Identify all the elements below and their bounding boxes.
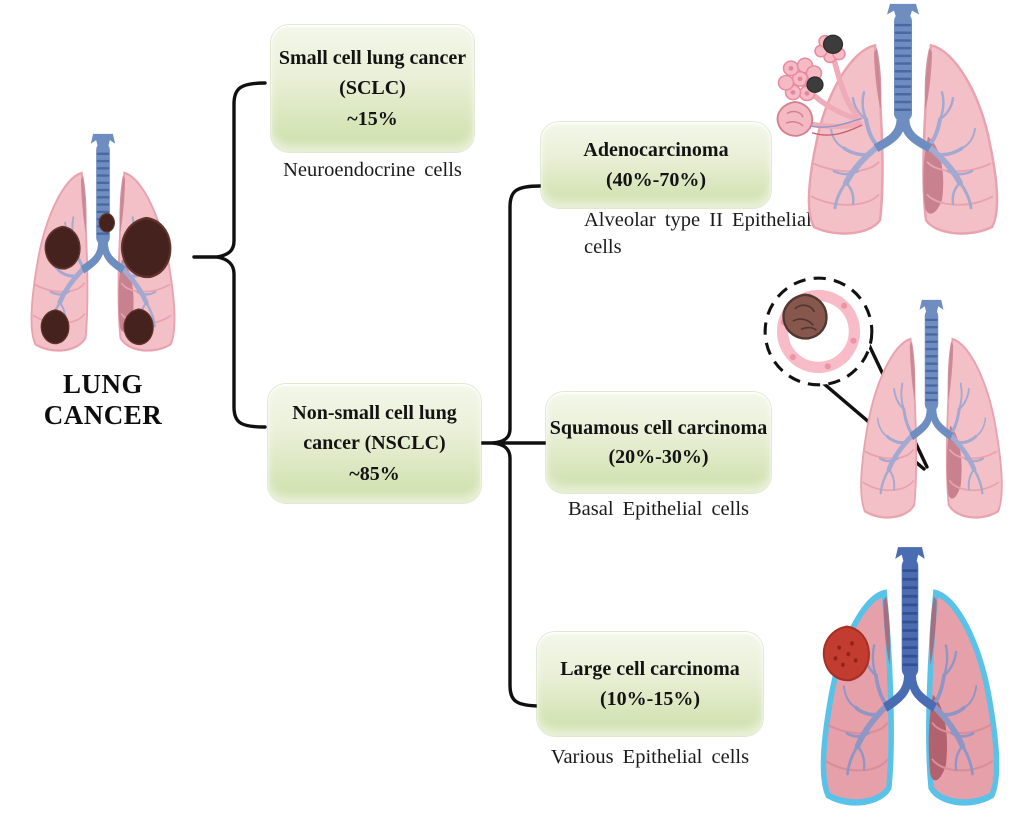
alveolar-tumor xyxy=(806,34,844,93)
red-tumor xyxy=(822,625,871,682)
node-large-cell-title: Large cell carcinoma xyxy=(560,657,740,680)
adenocarcinoma-lungs-illustration xyxy=(776,2,1024,252)
label-sclc-origin: Neuroendocrine cells xyxy=(283,159,462,181)
alveolar-sac-clusters xyxy=(776,34,863,137)
node-adenocarcinoma-share: (40%-70%) xyxy=(606,169,706,191)
node-nsclc-title: Non-small cell lung cancer (NSCLC) xyxy=(292,401,457,455)
node-sclc-share: ~15% xyxy=(347,107,398,130)
bronchus-wall xyxy=(776,289,861,374)
node-squamous-title: Squamous cell carcinoma xyxy=(549,417,768,440)
tumor xyxy=(40,213,172,346)
alveolar-sac xyxy=(776,101,814,137)
node-adenocarcinoma: Adenocarcinoma (40%-70%) xyxy=(541,122,771,208)
node-adenocarcinoma-title: Adenocarcinoma xyxy=(583,138,729,161)
bronchus-tumor-inset xyxy=(763,276,874,387)
node-squamous: Squamous cell carcinoma (20%-30%) xyxy=(546,392,771,493)
node-sclc-title: Small cell lung cancer (SCLC) xyxy=(278,46,467,100)
label-large-cell-origin: Various Epithelial cells xyxy=(550,746,750,768)
node-large-cell-share: (10%-15%) xyxy=(600,688,700,710)
page-title: LUNG CANCER xyxy=(43,369,163,430)
node-nsclc: Non-small cell lung cancer (NSCLC) ~85% xyxy=(268,384,481,503)
node-nsclc-share: ~85% xyxy=(349,462,400,485)
large-cell-lungs-illustration xyxy=(822,545,1024,823)
label-adenocarcinoma-origin: Alveolar type II Epithelial cells xyxy=(584,209,812,258)
lung-cancer-illustration xyxy=(8,132,198,368)
bronchus-tumor xyxy=(782,293,828,340)
brace-nsclc-to-subtypes xyxy=(492,184,543,708)
node-squamous-share: (20%-30%) xyxy=(608,445,709,468)
brace-root-to-types xyxy=(216,81,267,429)
label-squamous-origin: Basal Epithelial cells xyxy=(567,498,750,520)
node-large-cell: Large cell carcinoma (10%-15%) xyxy=(537,632,763,736)
node-sclc: Small cell lung cancer (SCLC) ~15% xyxy=(271,25,474,152)
